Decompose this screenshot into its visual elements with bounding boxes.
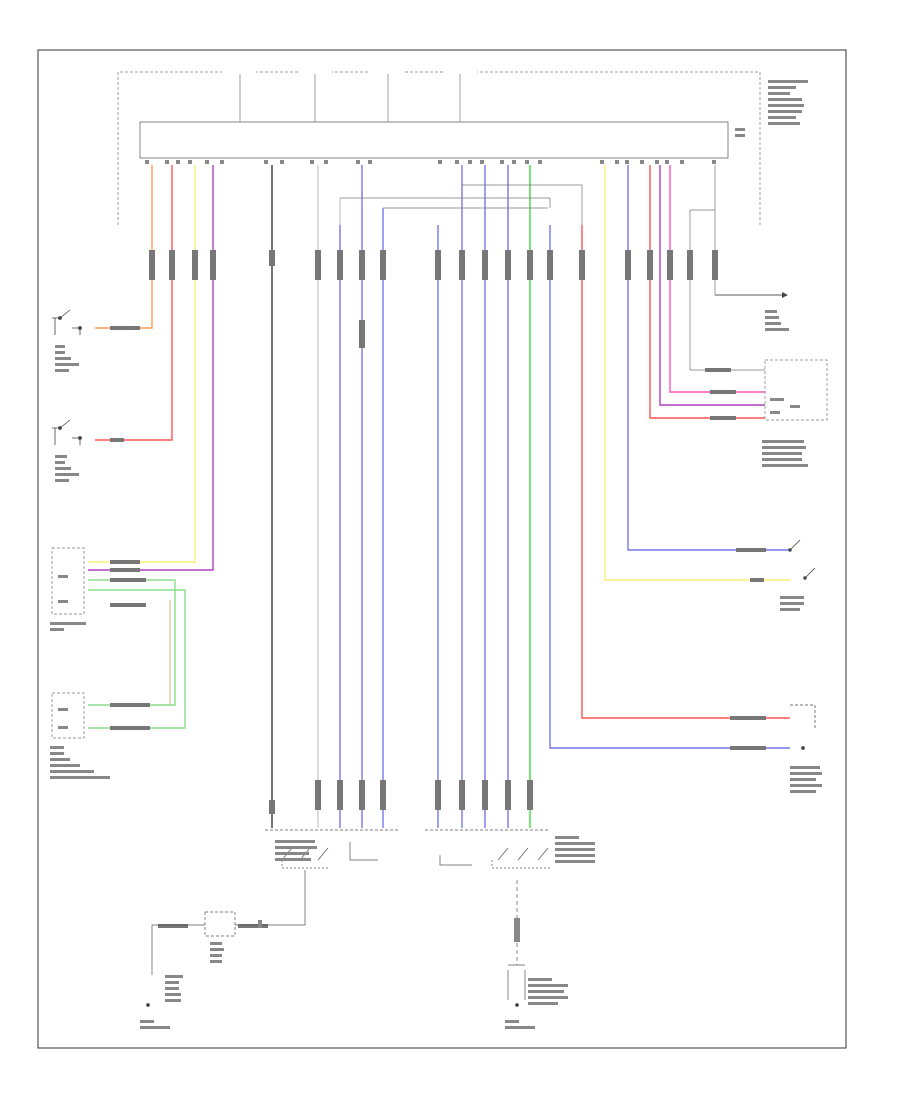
wire-lightgreen-2 <box>88 589 186 729</box>
unlock-sensor-right <box>790 704 816 750</box>
fuse-labels <box>222 64 477 74</box>
left-door-lock-switch <box>52 309 82 335</box>
left-door-lock-actuator <box>258 829 398 928</box>
bottom-labels <box>140 836 595 1029</box>
wire-orange <box>95 165 153 329</box>
wire-red-right <box>649 165 765 419</box>
wire-blue-right-2 <box>627 165 790 551</box>
wire-red-right-long <box>581 225 790 719</box>
key-switch-right <box>788 539 816 580</box>
diagram-frame <box>37 49 847 1049</box>
bottom-right-ground <box>507 964 526 1007</box>
wire-purple-left <box>88 165 214 571</box>
wire-yellow-right <box>604 165 790 581</box>
right-door-lock-actuator <box>425 829 550 965</box>
wire-red-left <box>95 165 173 441</box>
wire-thin-right-2 <box>714 165 785 296</box>
module-pin-marks <box>145 160 716 164</box>
rear-sensor-unit <box>51 692 85 739</box>
combination-switch <box>51 547 85 615</box>
left-component-labels <box>50 345 110 779</box>
wire-code-marks <box>149 250 718 814</box>
wire-blue-right <box>549 225 790 749</box>
door-lock-motor-right <box>764 359 828 421</box>
power-source-area <box>117 71 761 225</box>
wire-yellow-left <box>88 165 196 563</box>
control-module-box <box>139 121 729 159</box>
right-door-lock-switch <box>52 419 82 445</box>
right-component-labels <box>735 80 822 793</box>
bottom-left-relay <box>146 911 258 1007</box>
wire-lightgreen-1 <box>88 579 176 706</box>
wire-purple-right <box>659 165 765 406</box>
wire-thin-right <box>689 210 765 371</box>
wire-color-tags <box>110 326 766 928</box>
arrow-right <box>715 292 788 298</box>
